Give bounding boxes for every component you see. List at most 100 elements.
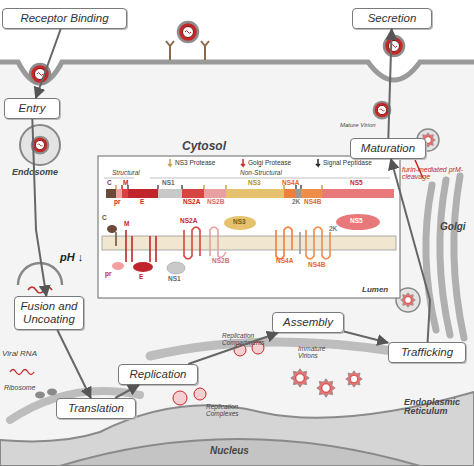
protein-label: 2K (292, 199, 300, 206)
protein-label: NS3 (233, 219, 246, 226)
stage-box: Translation (56, 398, 136, 419)
endosome (18, 125, 62, 285)
polyprotein-inset (126, 230, 156, 262)
ribosome (47, 389, 57, 396)
polyprotein-inset (133, 262, 153, 272)
protein-label: NS4A (276, 258, 293, 265)
protein-label: NS3 (248, 180, 261, 187)
endosome (18, 263, 62, 285)
stage-box: Assembly (272, 312, 344, 333)
polyprotein-inset (204, 189, 226, 198)
protein-label: NS2A (183, 199, 200, 206)
annotation-label: Lumen (362, 286, 388, 294)
endoplasmic-reticulum (0, 392, 474, 466)
stage-label: Trafficking (394, 346, 460, 359)
polyprotein-inset (121, 185, 123, 189)
stage-label: Fusion and Uncoating (20, 300, 78, 326)
virion (30, 22, 404, 118)
polyprotein-inset (226, 189, 284, 198)
protein-label: Non-Structural (240, 170, 282, 177)
stage-box: Maturation (350, 138, 426, 159)
annotation-label: Endosome (12, 168, 58, 177)
replication-compartment (194, 388, 206, 400)
polyprotein-inset (241, 159, 245, 166)
cytosol-area (0, 62, 474, 466)
stage-label: Secretion (358, 12, 426, 25)
stage-label: Maturation (356, 142, 420, 155)
stage-box: Fusion and Uncoating (14, 296, 84, 330)
virion (384, 36, 404, 56)
endoplasmic-reticulum (10, 391, 140, 420)
polyprotein-inset (276, 227, 292, 259)
stage-box: Receptor Binding (2, 8, 127, 29)
golgi-stack (401, 293, 416, 308)
immature-virion (317, 379, 335, 397)
cycle-arrow (391, 159, 430, 342)
polyprotein-inset (296, 189, 301, 198)
polyprotein-inset (115, 232, 117, 246)
endoplasmic-reticulum (0, 342, 474, 466)
polyprotein-inset (316, 159, 320, 166)
protein-label: NS2A (180, 218, 197, 225)
polyprotein-inset (112, 262, 124, 270)
stage-label: Assembly (278, 316, 338, 329)
protein-label: E (140, 199, 144, 206)
endosome (20, 125, 60, 165)
replication-compartment (173, 391, 187, 405)
polyprotein-inset (336, 214, 380, 230)
protein-label: NS5 (350, 180, 363, 187)
polyprotein-inset (102, 236, 396, 250)
plasma-membrane (0, 62, 474, 83)
cycle-arrow (36, 29, 61, 98)
virion (178, 22, 198, 42)
polyprotein-inset (168, 159, 172, 166)
polyprotein-inset (98, 156, 400, 298)
protein-label: NS4B (308, 262, 325, 269)
virion (374, 102, 391, 119)
polyprotein-inset (184, 227, 200, 259)
stage-label: Translation (62, 402, 130, 415)
polyprotein-inset (167, 262, 185, 274)
annotation-label: Endoplasmic Reticulum (404, 398, 470, 417)
protein-label: E (139, 274, 143, 281)
protein-label: M (123, 180, 128, 187)
viral-rna (10, 370, 34, 375)
polyprotein-inset (158, 189, 182, 198)
immature-virion (291, 369, 362, 397)
protein-label: C (102, 215, 107, 222)
annotation-label: furin-mediated prM-cleavage (402, 166, 472, 181)
annotation-label: Replication Compartments (222, 333, 274, 347)
annotation-label: pH ↓ (60, 252, 83, 264)
protein-label: NS5 (350, 218, 363, 225)
protein-label: NS1 (162, 180, 175, 187)
polyprotein-inset (322, 189, 394, 198)
polyprotein-inset (301, 189, 322, 198)
annotation-label: Cytosol (182, 140, 226, 153)
stage-box: Replication (118, 364, 198, 385)
stage-box: Trafficking (388, 342, 466, 363)
golgi-stack (454, 176, 464, 338)
protein-label: NS1 (168, 276, 181, 283)
viral-rna (28, 287, 52, 293)
virion (30, 64, 50, 84)
polyprotein-inset (210, 227, 226, 257)
stage-label: Entry (10, 102, 54, 115)
nucleus (60, 439, 420, 466)
cycle-arrow (188, 333, 277, 364)
polyprotein-inset (306, 227, 330, 259)
legend-entry: Signal Peptidase (323, 159, 372, 166)
protein-label: Structural (112, 170, 140, 177)
polyprotein-inset (128, 189, 158, 198)
annotation-label: Immature Virions (298, 346, 340, 360)
cycle-arrow (115, 385, 139, 398)
polyprotein-inset (116, 189, 122, 198)
immature-virion (346, 371, 363, 388)
plasma-membrane (166, 41, 209, 60)
protein-label: pr (105, 271, 112, 278)
annotation-label: Nucleus (210, 446, 249, 457)
polyprotein-inset (299, 232, 301, 254)
annotation-label: Replication Complexes (206, 404, 256, 418)
